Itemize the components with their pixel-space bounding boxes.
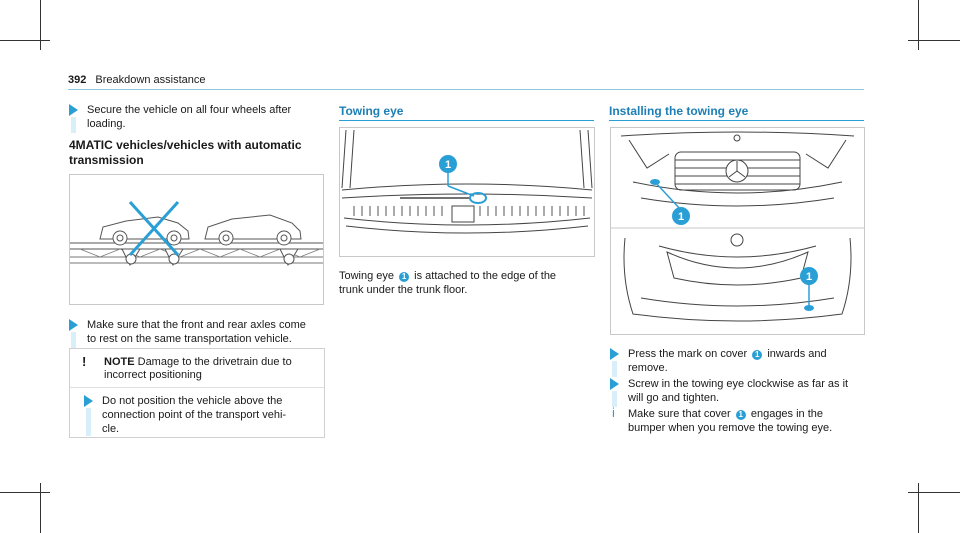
note-label: NOTE [104, 356, 135, 368]
towing-eye-text-b: is attached to the edge of the trunk und… [339, 270, 557, 296]
figure-transport [69, 174, 324, 305]
note-header: ! NOTE Damage to the drivetrain due to i… [70, 349, 324, 387]
step-screw-in: Screw in the towing eye clockwise as far… [610, 377, 870, 407]
step-arrow-icon [610, 348, 619, 360]
step-bar [612, 391, 617, 407]
step-press-mark: Press the mark on cover 1 inwards and re… [610, 347, 870, 377]
step-text: Screw in the towing eye clockwise as far… [628, 378, 849, 404]
exclamation-icon: ! [82, 354, 87, 369]
step-text: Do not position the vehicle above the co… [102, 395, 287, 435]
step-bar [71, 332, 76, 348]
crop-mark [0, 492, 50, 493]
step-text-a: Press the mark on cover [628, 348, 748, 360]
step-arrow-icon [69, 319, 78, 331]
towing-eye-text: Towing eye 1 is attached to the edge of … [339, 269, 599, 297]
crop-mark [918, 0, 919, 50]
heading-4matic: 4MATIC vehicles/vehicles with automatic … [69, 138, 302, 167]
step-arrow-icon [610, 378, 619, 390]
step-text-b: inwards and remove. [628, 348, 827, 374]
section-title-towing-eye: Towing eye [339, 104, 404, 118]
section-rule [339, 120, 594, 121]
note-text: NOTE Damage to the drivetrain due to inc… [104, 356, 319, 382]
page-number: 392 [68, 74, 87, 86]
section-name: Breakdown assistance [95, 74, 206, 86]
step-bar [71, 117, 76, 133]
crop-mark [908, 40, 960, 41]
page-header: 392 Breakdown assistance [68, 74, 205, 86]
crop-mark [40, 0, 41, 50]
step-text: Secure the vehicle on all four wheels af… [87, 104, 292, 130]
callout-badge: 1 [806, 271, 812, 283]
section-rule [609, 120, 864, 121]
callout-badge: 1 [735, 410, 746, 420]
callout-badge: 1 [752, 350, 763, 360]
step-arrow-icon [69, 104, 78, 116]
step-arrow-icon [84, 395, 93, 407]
transport-illustration [70, 200, 323, 267]
section-title-installing: Installing the towing eye [609, 104, 749, 118]
bumper-illustration: 1 1 [611, 131, 864, 322]
step-text: Press the mark on cover 1 inwards and re… [628, 347, 870, 375]
step-secure-vehicle: Secure the vehicle on all four wheels af… [69, 103, 329, 133]
crop-mark [908, 492, 960, 493]
note-box: ! NOTE Damage to the drivetrain due to i… [69, 348, 325, 438]
header-rule [68, 89, 864, 90]
trunk-illustration: 1 [341, 129, 593, 234]
callout-badge: 1 [445, 159, 451, 171]
callout-badge: 1 [399, 272, 410, 282]
step-axles: Make sure that the front and rear axles … [69, 318, 329, 348]
callout-badge: 1 [678, 211, 684, 223]
crop-mark [0, 40, 50, 41]
figure-trunk: 1 [339, 127, 595, 257]
crop-mark [918, 483, 919, 533]
step-text: Make sure that the front and rear axles … [87, 319, 306, 345]
note-separator [70, 387, 324, 388]
info-text: Make sure that cover 1 engages in the bu… [628, 407, 878, 435]
towing-eye-text-a: Towing eye [339, 270, 395, 282]
note-step: Do not position the vehicle above the co… [84, 394, 320, 436]
step-bar [86, 408, 91, 436]
info-text-a: Make sure that cover [628, 408, 731, 420]
info-text-b: engages in the bumper when you remove th… [628, 408, 833, 434]
figure-bumpers: 1 1 [610, 127, 865, 335]
step-bar [612, 361, 617, 377]
note-title: Damage to the drivetrain due to incorrec… [104, 356, 292, 381]
crop-mark [40, 483, 41, 533]
info-icon: i [612, 405, 615, 420]
